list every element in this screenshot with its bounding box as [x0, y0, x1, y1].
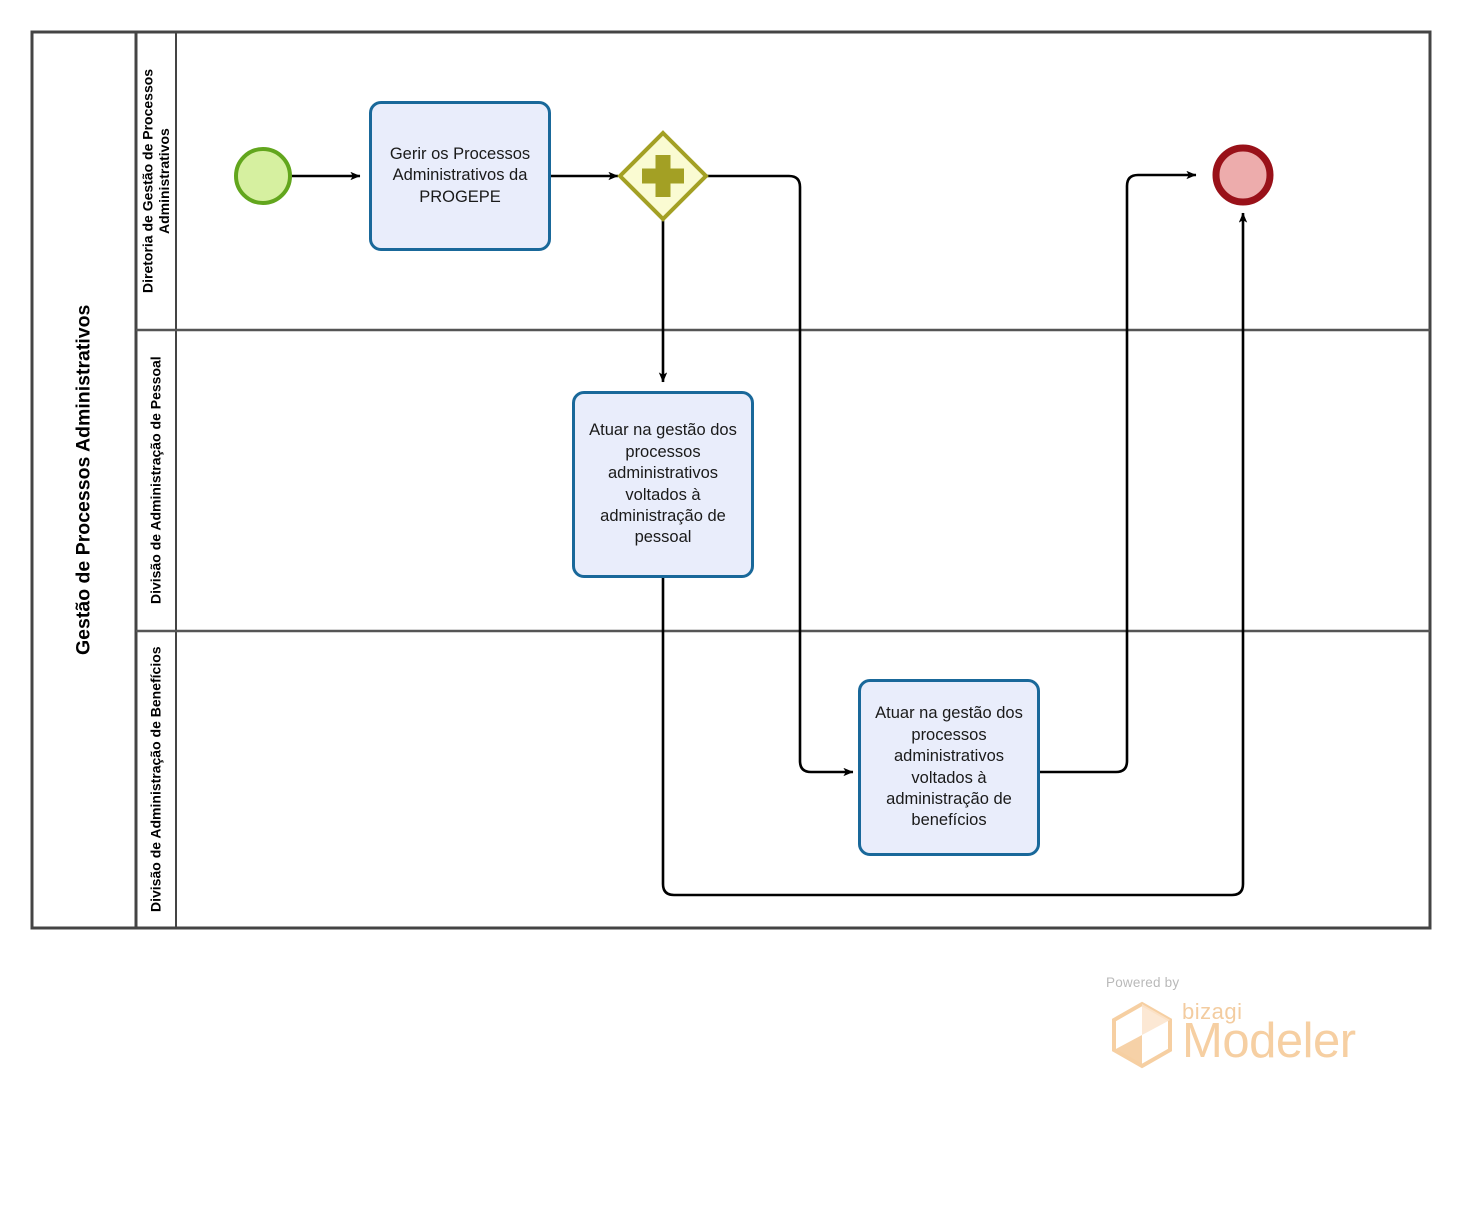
flow-gateway-to-beneficios: [704, 174, 854, 777]
lane-label-pessoal: Divisão de Administração de Pessoal: [147, 356, 164, 605]
task-atuar-gestao-beneficios[interactable]: Atuar na gestão dos processos administra…: [858, 679, 1040, 856]
flow-pessoal-to-end: [661, 212, 1248, 897]
plus-icon: [642, 155, 684, 197]
pool-title: Gestão de Processos Administrativos: [72, 304, 95, 656]
bizagi-branding: Powered by bizagi Modeler: [1106, 975, 1366, 1071]
task-gerir-processos-administrativos[interactable]: Gerir os Processos Administrativos da PR…: [369, 101, 551, 251]
start-event[interactable]: [234, 147, 292, 205]
parallel-gateway[interactable]: [617, 130, 709, 222]
lane-label-diretoria: Diretoria de Gestão de Processos Adminis…: [139, 68, 172, 294]
powered-by-label: Powered by: [1106, 975, 1180, 990]
modeler-wordmark: Modeler: [1182, 1014, 1356, 1068]
task-atuar-gestao-pessoal[interactable]: Atuar na gestão dos processos administra…: [572, 391, 754, 578]
flow-beneficios-to-end: [1040, 170, 1197, 774]
pool-frame: [30, 30, 1432, 930]
lane-label-beneficios: Divisão de Administração de Benefícios: [147, 646, 164, 913]
lane-dividers: [136, 328, 1430, 633]
hexagon-icon: [1112, 1001, 1172, 1069]
end-event[interactable]: [1212, 144, 1274, 206]
bizagi-wordmark: bizagi: [1182, 999, 1243, 1024]
